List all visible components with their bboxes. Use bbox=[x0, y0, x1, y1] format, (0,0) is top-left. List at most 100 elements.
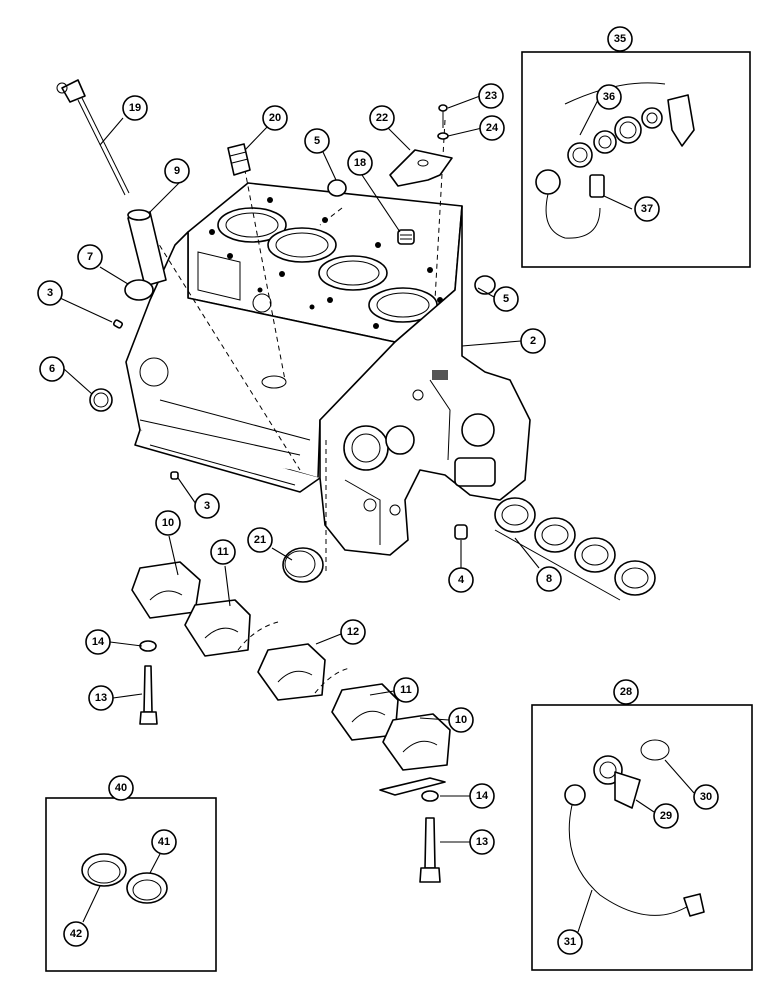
svg-text:2: 2 bbox=[530, 335, 536, 347]
callout-12: 12 bbox=[340, 619, 366, 645]
dipstick bbox=[56, 79, 130, 196]
cap-plate bbox=[379, 777, 446, 796]
callout-20: 20 bbox=[262, 105, 288, 131]
assembly-lines bbox=[149, 119, 446, 575]
cap-bolt-left bbox=[139, 665, 158, 725]
sleeve-kit bbox=[81, 853, 168, 904]
svg-text:36: 36 bbox=[603, 91, 615, 103]
svg-text:3: 3 bbox=[204, 500, 210, 512]
svg-text:10: 10 bbox=[162, 517, 174, 529]
camshaft-bushings bbox=[494, 497, 656, 601]
svg-text:21: 21 bbox=[254, 534, 266, 546]
callout-24: 24 bbox=[479, 115, 505, 141]
callout-11-right: 11 bbox=[393, 677, 419, 703]
svg-text:5: 5 bbox=[503, 293, 509, 305]
svg-text:23: 23 bbox=[485, 90, 497, 102]
callout-36: 36 bbox=[596, 84, 622, 110]
inset-box-40 bbox=[45, 797, 217, 972]
plug-cap-top bbox=[327, 179, 347, 197]
inset-box-28 bbox=[531, 704, 753, 971]
svg-text:5: 5 bbox=[314, 135, 320, 147]
callout-8: 8 bbox=[536, 566, 562, 592]
washer-left bbox=[139, 640, 157, 652]
svg-text:3: 3 bbox=[47, 287, 53, 299]
callout-28: 28 bbox=[613, 679, 639, 705]
callout-13-left: 13 bbox=[88, 685, 114, 711]
callout-23: 23 bbox=[478, 83, 504, 109]
fitting bbox=[227, 143, 251, 176]
svg-text:20: 20 bbox=[269, 112, 281, 124]
svg-text:11: 11 bbox=[217, 546, 229, 558]
svg-text:8: 8 bbox=[546, 573, 552, 585]
callout-10-right: 10 bbox=[448, 707, 474, 733]
plug-cap-right bbox=[474, 275, 496, 295]
callout-35: 35 bbox=[607, 26, 633, 52]
washer-right bbox=[421, 790, 439, 802]
svg-text:28: 28 bbox=[620, 686, 632, 698]
dowel-pin bbox=[112, 319, 124, 329]
svg-text:13: 13 bbox=[476, 836, 488, 848]
callout-18: 18 bbox=[347, 150, 373, 176]
callout-37: 37 bbox=[634, 196, 660, 222]
svg-text:22: 22 bbox=[376, 112, 388, 124]
svg-text:19: 19 bbox=[129, 102, 141, 114]
bracket bbox=[389, 149, 453, 187]
svg-text:4: 4 bbox=[458, 574, 465, 586]
callout-3-upper: 3 bbox=[37, 280, 63, 306]
screw-and-washer bbox=[437, 104, 449, 140]
svg-text:31: 31 bbox=[564, 936, 576, 948]
svg-text:10: 10 bbox=[455, 714, 467, 726]
svg-text:30: 30 bbox=[700, 791, 712, 803]
cup-plug bbox=[89, 388, 113, 412]
svg-text:7: 7 bbox=[87, 251, 93, 263]
o-ring bbox=[640, 739, 670, 761]
callout-31: 31 bbox=[557, 929, 583, 955]
callout-41: 41 bbox=[151, 829, 177, 855]
callout-13-right: 13 bbox=[469, 829, 495, 855]
callout-42: 42 bbox=[63, 921, 89, 947]
callout-22: 22 bbox=[369, 105, 395, 131]
svg-text:37: 37 bbox=[641, 203, 653, 215]
cap-bolt-right bbox=[419, 817, 441, 883]
heater-kit bbox=[564, 739, 705, 917]
callout-10-left: 10 bbox=[155, 510, 181, 536]
callout-4: 4 bbox=[448, 567, 474, 593]
thrust-washer-upper bbox=[237, 621, 279, 651]
cylinder-block bbox=[125, 182, 531, 556]
callout-11-left: 11 bbox=[210, 539, 236, 565]
callout-5-right: 5 bbox=[493, 286, 519, 312]
svg-text:9: 9 bbox=[174, 165, 180, 177]
svg-text:12: 12 bbox=[347, 626, 359, 638]
svg-text:24: 24 bbox=[486, 122, 499, 134]
callout-30: 30 bbox=[693, 784, 719, 810]
callout-2: 2 bbox=[520, 328, 546, 354]
callout-40: 40 bbox=[108, 775, 134, 801]
svg-text:14: 14 bbox=[92, 636, 105, 648]
thrust-washer-lower bbox=[314, 667, 351, 694]
callout-14-right: 14 bbox=[469, 783, 495, 809]
callout-21: 21 bbox=[247, 527, 273, 553]
svg-text:18: 18 bbox=[354, 157, 366, 169]
svg-text:14: 14 bbox=[476, 790, 489, 802]
callout-14-left: 14 bbox=[85, 629, 111, 655]
callout-5-top: 5 bbox=[304, 128, 330, 154]
callout-19: 19 bbox=[122, 95, 148, 121]
svg-text:29: 29 bbox=[660, 810, 672, 822]
svg-text:35: 35 bbox=[614, 33, 626, 45]
expansion-plug bbox=[124, 279, 154, 301]
large-plug bbox=[282, 547, 324, 583]
threaded-plug bbox=[397, 229, 415, 245]
block-heater-kit bbox=[535, 82, 695, 239]
small-plug bbox=[454, 524, 468, 540]
inset-box-35 bbox=[521, 51, 751, 268]
svg-text:11: 11 bbox=[400, 684, 412, 696]
leader-lines bbox=[59, 95, 695, 933]
svg-text:41: 41 bbox=[158, 836, 170, 848]
callout-9: 9 bbox=[164, 158, 190, 184]
callout-7: 7 bbox=[77, 244, 103, 270]
callout-29: 29 bbox=[653, 803, 679, 829]
dowel-pin-lower bbox=[170, 471, 179, 480]
callout-6: 6 bbox=[39, 356, 65, 382]
svg-text:13: 13 bbox=[95, 692, 107, 704]
